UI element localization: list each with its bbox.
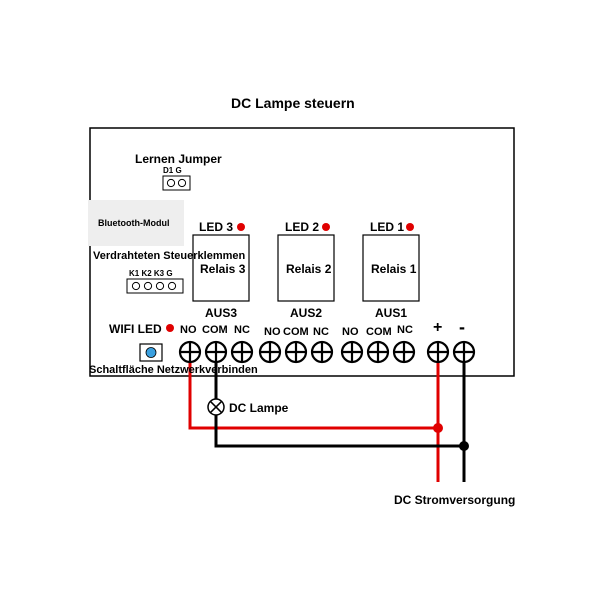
screw-terminal-aus1-nc bbox=[392, 340, 416, 364]
positive-junction bbox=[433, 423, 443, 433]
output-1-label: AUS1 bbox=[375, 306, 408, 320]
relay-2-box bbox=[277, 234, 335, 302]
bluetooth-module bbox=[88, 200, 184, 246]
power-minus-label: - bbox=[459, 317, 465, 337]
led-2-indicator bbox=[322, 223, 330, 231]
relay-1-label: Relais 1 bbox=[371, 262, 417, 276]
bluetooth-module-label: Bluetooth-Modul bbox=[98, 218, 170, 228]
screw-terminal-aus2-no bbox=[258, 340, 282, 364]
terminal-pin-k3 bbox=[155, 281, 165, 291]
aus1-com-label: COM bbox=[366, 326, 392, 338]
lernen-jumper-pins-label: D1 G bbox=[163, 166, 182, 175]
aus3-com-label: COM bbox=[202, 324, 228, 336]
aus3-nc-label: NC bbox=[234, 324, 250, 336]
led-3-indicator bbox=[237, 223, 245, 231]
aus1-nc-label: NC bbox=[397, 324, 413, 336]
relay-3-label: Relais 3 bbox=[200, 262, 246, 276]
aus2-no-label: NO bbox=[264, 326, 281, 338]
wifi-led-label: WIFI LED bbox=[109, 322, 162, 336]
negative-wire bbox=[214, 352, 466, 482]
control-terminal-block bbox=[126, 278, 184, 294]
dc-lamp-symbol bbox=[207, 398, 225, 416]
led-1-label: LED 1 bbox=[370, 220, 405, 234]
network-button[interactable] bbox=[145, 347, 157, 358]
lernen-jumper-label: Lernen Jumper bbox=[135, 152, 222, 166]
screw-terminal-aus1-no bbox=[340, 340, 364, 364]
screw-terminal-power-plus bbox=[426, 340, 450, 364]
terminal-pin-k2 bbox=[143, 281, 153, 291]
aus2-com-label: COM bbox=[283, 326, 309, 338]
positive-wire bbox=[188, 352, 440, 482]
aus1-no-label: NO bbox=[342, 326, 359, 338]
screw-terminal-aus2-com bbox=[284, 340, 308, 364]
jumper-pin-d1 bbox=[166, 178, 176, 188]
led-3-label: LED 3 bbox=[199, 220, 234, 234]
terminal-pins-label: K1 K2 K3 G bbox=[129, 269, 173, 278]
led-2-label: LED 2 bbox=[285, 220, 320, 234]
terminal-pin-k1 bbox=[131, 281, 141, 291]
screw-terminal-power-minus bbox=[452, 340, 476, 364]
terminals-label: Verdrahteten Steuerklemmen bbox=[93, 250, 246, 262]
wifi-led-indicator bbox=[166, 324, 174, 332]
relay-3-box bbox=[192, 234, 250, 302]
negative-junction bbox=[459, 441, 469, 451]
output-3-label: AUS3 bbox=[205, 306, 238, 320]
dc-lamp-label: DC Lampe bbox=[229, 401, 289, 415]
screw-terminal-aus3-no bbox=[178, 340, 202, 364]
network-button-label: Schaltfläche Netzwerkverbinden bbox=[89, 364, 258, 376]
aus3-no-label: NO bbox=[180, 324, 197, 336]
screw-terminal-aus3-nc bbox=[230, 340, 254, 364]
screw-terminals bbox=[178, 340, 476, 364]
power-plus-label: + bbox=[433, 319, 443, 336]
output-2-label: AUS2 bbox=[290, 306, 323, 320]
dc-supply-label: DC Stromversorgung bbox=[394, 493, 516, 507]
screw-terminal-aus3-com bbox=[204, 340, 228, 364]
aus2-nc-label: NC bbox=[313, 326, 329, 338]
jumper-pin-g bbox=[177, 178, 187, 188]
diagram-title: DC Lampe steuern bbox=[231, 95, 355, 111]
screw-terminal-aus2-nc bbox=[310, 340, 334, 364]
terminal-pin-g bbox=[167, 281, 177, 291]
relay-2-label: Relais 2 bbox=[286, 262, 332, 276]
led-1-indicator bbox=[406, 223, 414, 231]
relay-1-box bbox=[362, 234, 420, 302]
screw-terminal-aus1-com bbox=[366, 340, 390, 364]
